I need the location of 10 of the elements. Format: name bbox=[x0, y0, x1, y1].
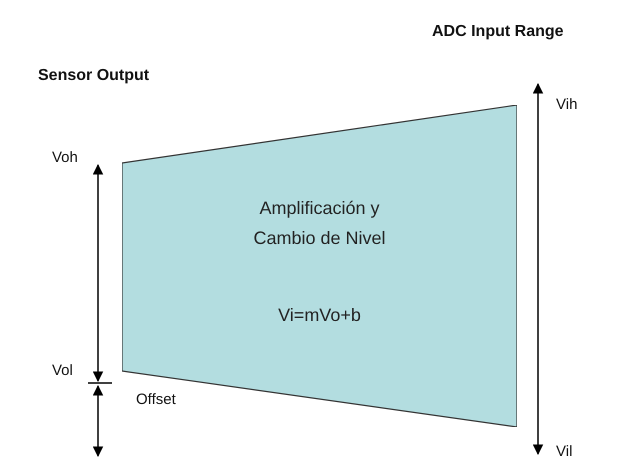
dimension-label: Vil bbox=[556, 444, 572, 459]
dimension-label: Vih bbox=[556, 97, 578, 112]
trapezoid-block bbox=[122, 105, 517, 427]
dimension-label: Offset bbox=[136, 392, 176, 407]
block-title: Amplificación y Cambio de Nivel bbox=[252, 197, 387, 250]
dimension-label: Voh bbox=[52, 150, 78, 165]
formula-text: Vi=mVo+b bbox=[277, 304, 362, 327]
dimension-label: Vol bbox=[52, 363, 73, 378]
axis-heading: ADC Input Range bbox=[432, 24, 564, 40]
axis-heading: Sensor Output bbox=[38, 68, 150, 84]
